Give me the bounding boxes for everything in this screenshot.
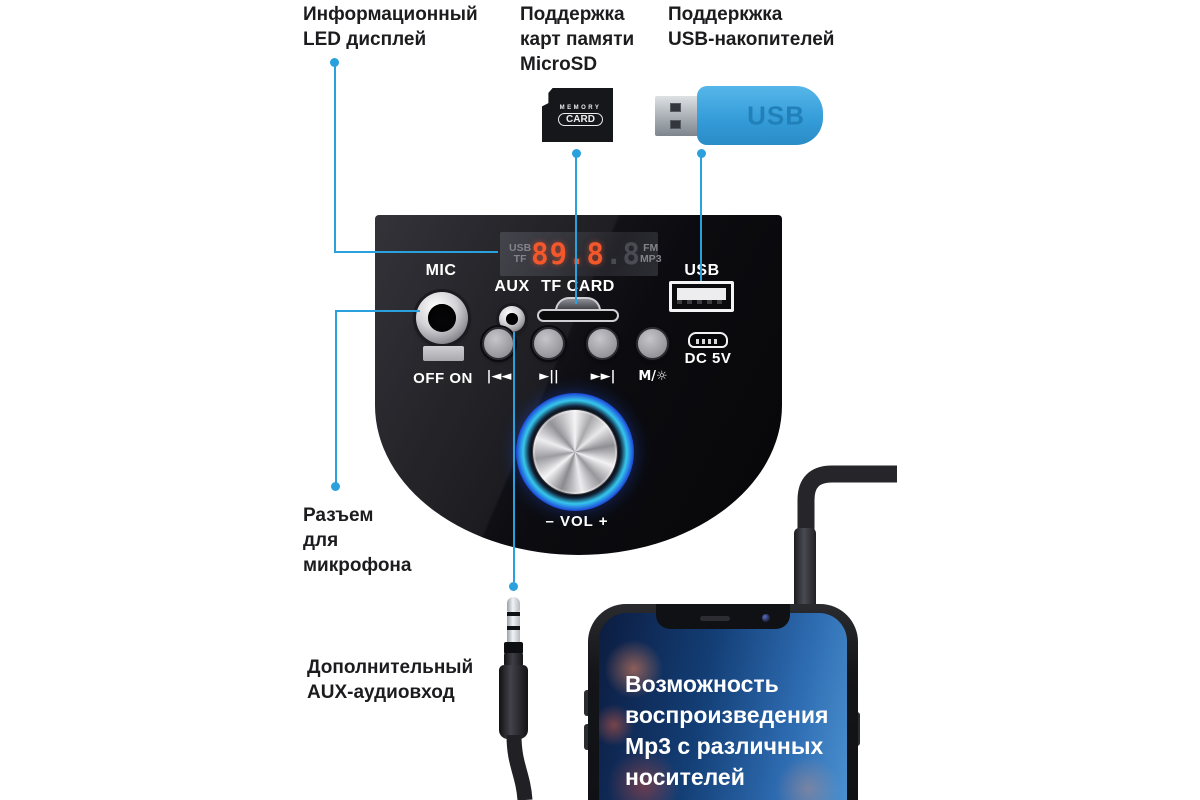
volume-knob <box>532 409 618 495</box>
aux-plug-ring <box>507 626 520 630</box>
callout-line-led-horizontal <box>334 251 498 253</box>
dc-label: DC 5V <box>684 350 732 367</box>
led-display: USB TF 89.8.8 FM MP3 <box>500 232 662 276</box>
smartphone: Возможность воспроизведения Мр3 с различ… <box>588 604 858 800</box>
phone-volume-button <box>584 690 589 716</box>
tf-card-label: TF CARD <box>541 278 615 295</box>
display-ghost-digit: .8 <box>605 237 640 271</box>
display-fm-text: FM <box>643 242 659 254</box>
play-pause-button-label: ►|| <box>539 369 559 384</box>
callout-line-aux <box>513 332 515 582</box>
mic-jack <box>416 292 468 344</box>
power-switch-label: OFF ON <box>413 370 473 387</box>
aux-plug-base <box>504 642 523 654</box>
sd-card-text: CARD <box>558 112 603 126</box>
phone-volume-button <box>584 724 589 750</box>
label-led-display: Информационный LED дисплей <box>303 4 478 51</box>
aux-plug-ring <box>507 612 520 616</box>
phone-notch <box>656 604 790 629</box>
previous-button-label: |◄◄ <box>486 369 512 384</box>
callout-dot-microsd <box>572 149 581 158</box>
usb-drive-connector-icon <box>655 96 699 136</box>
phone-speaker-icon <box>700 616 730 621</box>
power-switch <box>423 346 464 361</box>
mode-light-button-label: M/☼ <box>638 369 668 384</box>
display-frequency: 89.8.8 <box>531 237 640 271</box>
mode-light-button <box>636 327 669 360</box>
next-button <box>586 327 619 360</box>
callout-line-usb <box>700 154 702 281</box>
usb-flash-drive-icon: USB <box>697 86 823 145</box>
label-mic-jack: Разъем для микрофона <box>303 505 412 577</box>
display-digits: 89.8 <box>531 237 606 271</box>
phone-screen: Возможность воспроизведения Мр3 с различ… <box>599 613 847 800</box>
callout-dot-led <box>330 58 339 67</box>
usb-connector-hole <box>670 103 681 112</box>
mic-label: MIC <box>425 262 457 279</box>
tf-card-slot <box>537 309 619 322</box>
phone-cable-connector <box>794 528 816 614</box>
display-mp3-text: MP3 <box>639 253 662 265</box>
phone-cable <box>797 465 897 546</box>
display-usb-text: USB <box>509 242 532 254</box>
callout-dot-aux <box>509 582 518 591</box>
display-mode-labels: FM MP3 <box>640 243 662 265</box>
microsd-card-icon: MEMORY CARD <box>542 88 613 142</box>
usb-port-pins <box>677 300 726 304</box>
phone-screen-text: Возможность воспроизведения Мр3 с различ… <box>625 671 829 790</box>
aux-cable <box>506 735 533 800</box>
sd-memory-text: MEMORY <box>559 104 602 111</box>
usb-drive-label: USB <box>747 100 805 130</box>
callout-dot-usb <box>697 149 706 158</box>
label-aux-input: Дополнительный AUX-аудиовход <box>307 657 474 704</box>
aux-label: AUX <box>494 278 530 295</box>
aux-plug-tip <box>507 597 520 612</box>
label-usb-support: Поддеркжка USB-накопителей <box>668 4 835 51</box>
aux-plug-neck <box>504 653 523 666</box>
aux-plug-body <box>499 665 528 739</box>
volume-label: – VOL + <box>545 513 609 530</box>
aux-plug-segment <box>507 616 520 626</box>
callout-line-mic-horizontal <box>335 310 420 312</box>
play-pause-button <box>532 327 565 360</box>
previous-button <box>482 327 515 360</box>
callout-line-microsd <box>575 154 577 304</box>
usb-port-label: USB <box>684 262 720 279</box>
callout-dot-mic <box>331 482 340 491</box>
next-button-label: ►►| <box>590 369 616 384</box>
display-source-labels: USB TF <box>509 243 531 265</box>
usb-port-tongue <box>677 288 726 300</box>
callout-line-led-vertical <box>334 63 336 252</box>
label-microsd-support: Поддержка карт памяти MicroSD <box>520 4 635 76</box>
callout-line-mic-vertical <box>335 310 337 483</box>
micro-usb-port <box>688 332 728 348</box>
display-tf-text: TF <box>513 253 527 265</box>
usb-connector-hole <box>670 120 681 129</box>
phone-camera-icon <box>762 614 770 622</box>
usb-port <box>669 281 734 312</box>
aux-plug-segment <box>507 630 520 642</box>
